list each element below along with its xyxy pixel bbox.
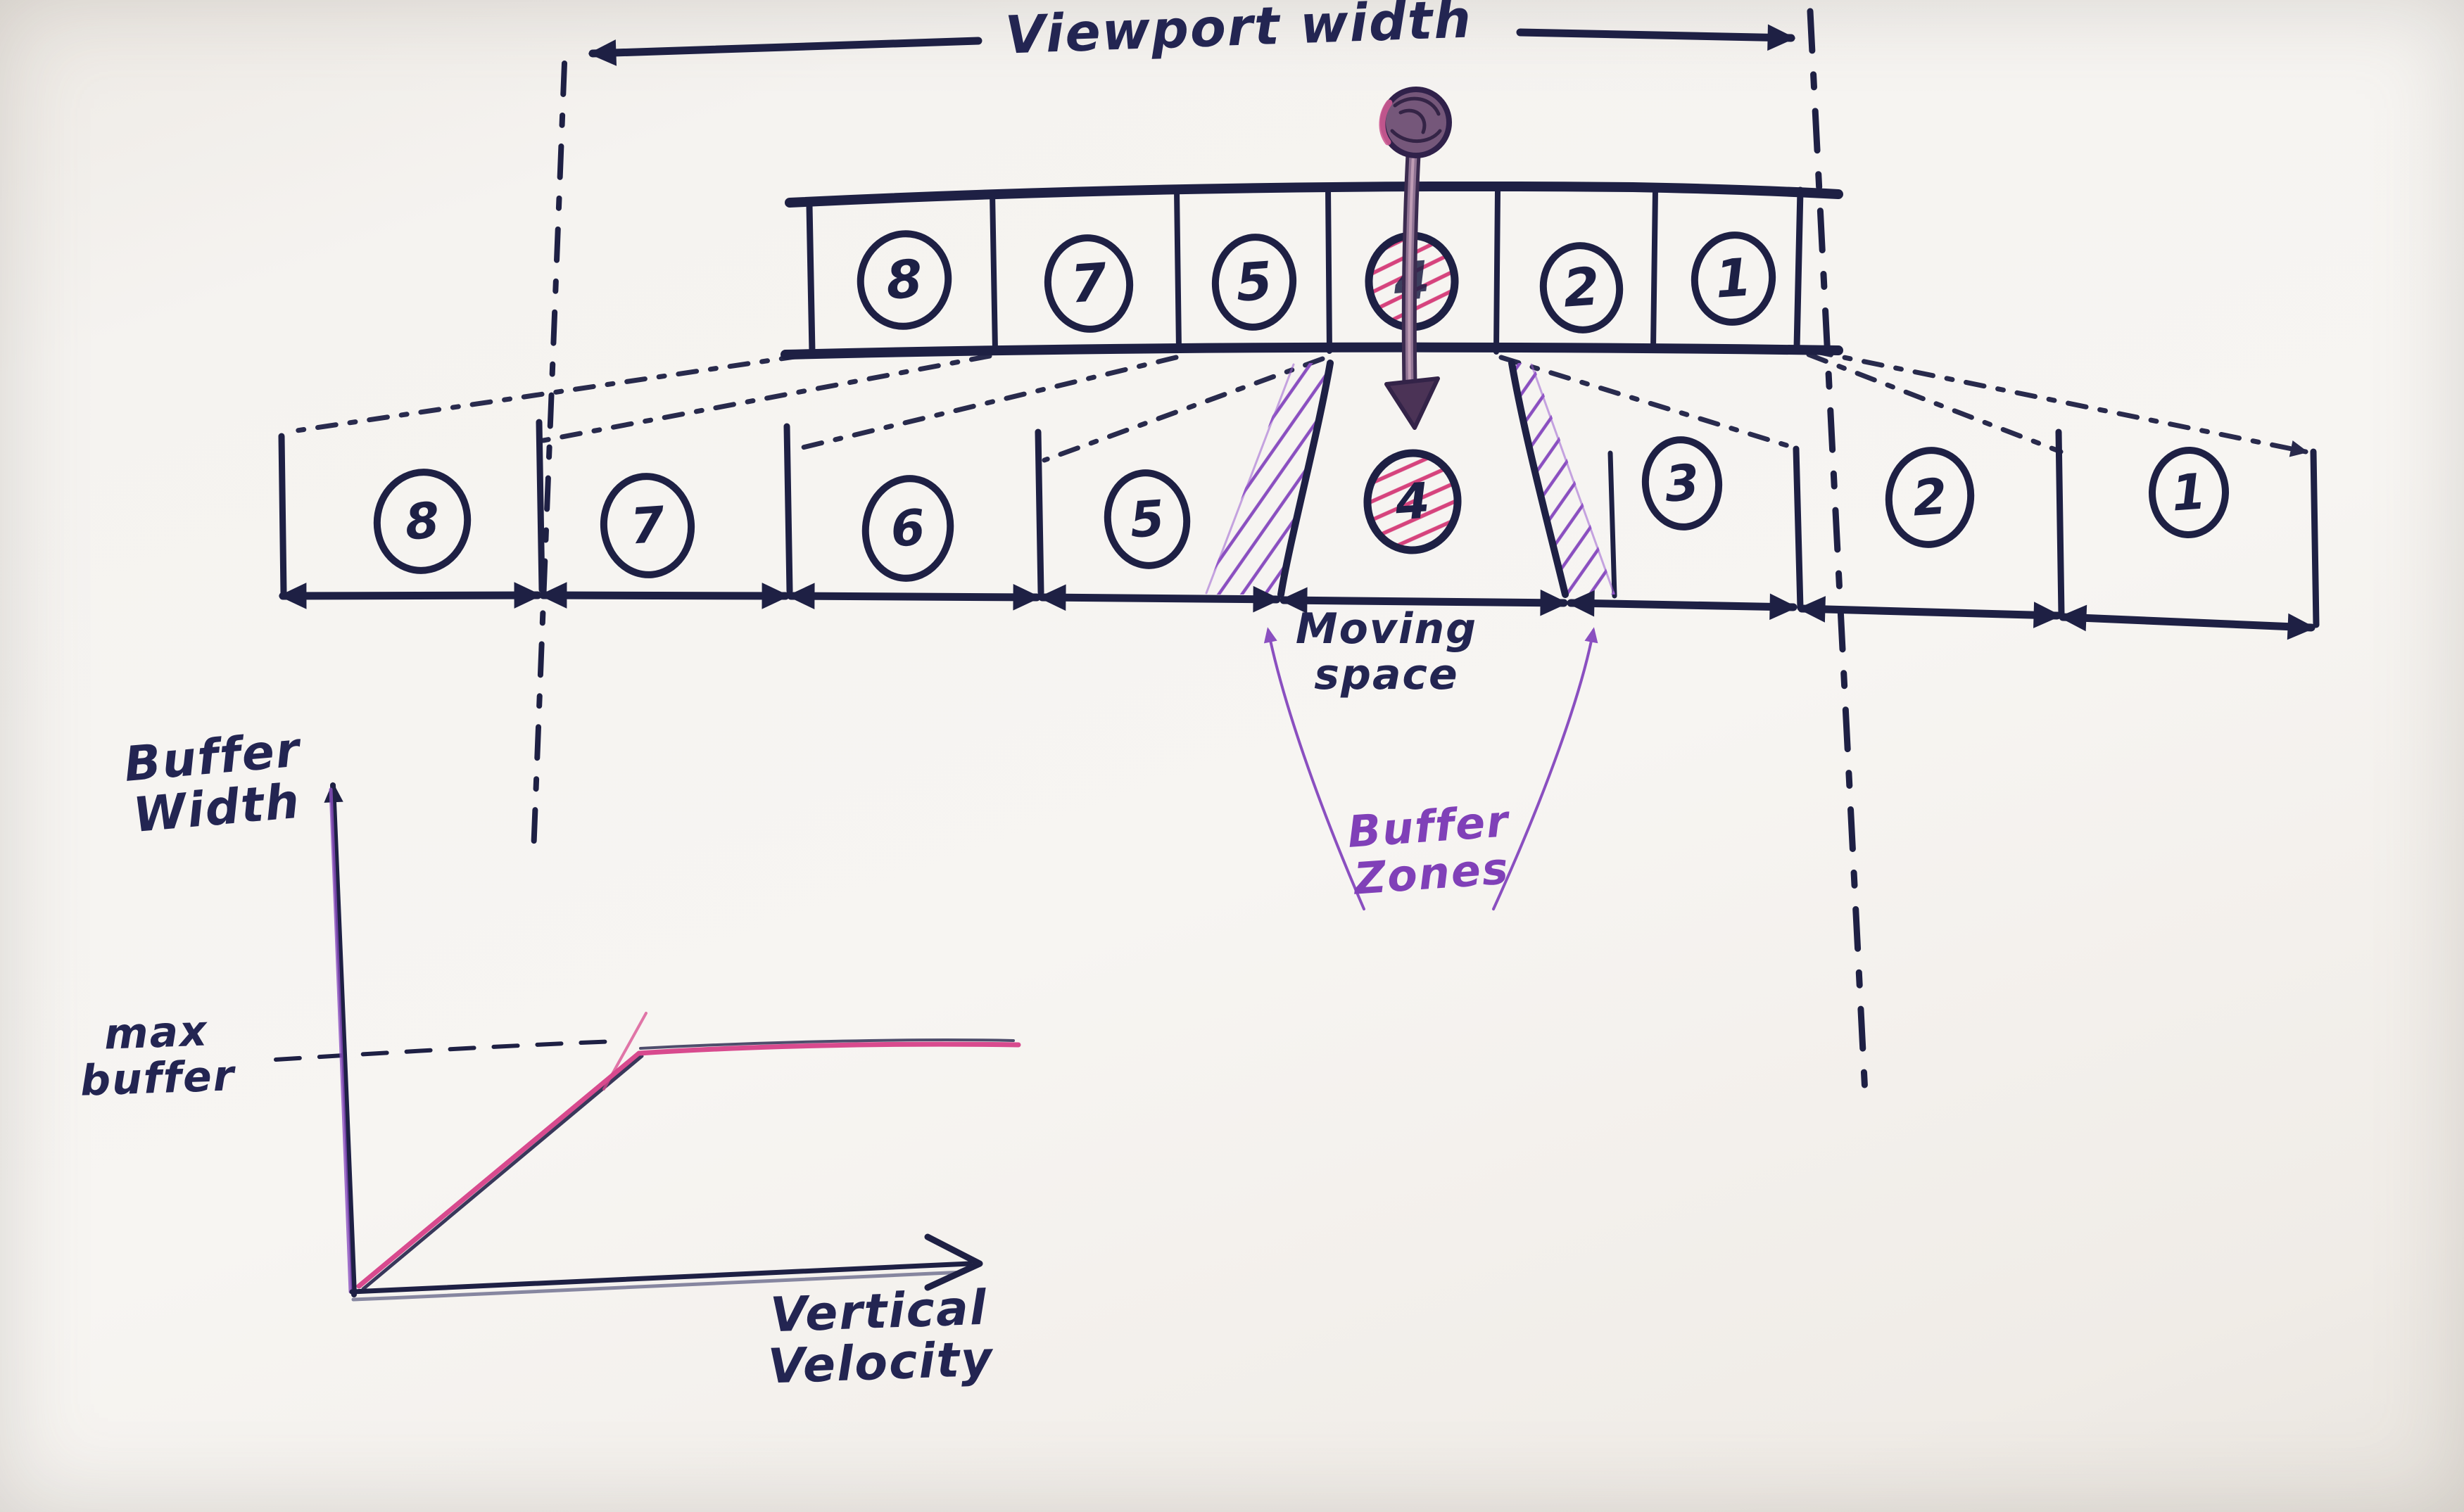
chart-curve [356,1012,1021,1291]
bottom-row-cell-number: 7 [628,495,667,556]
buffer-width-axis-label: Buffer Width [122,722,303,844]
max-buffer-label: max buffer [79,1006,236,1106]
buffer-zone-right [1508,360,1615,598]
top-row-cell-number: 5 [1234,250,1275,314]
projection-leader-lines [284,348,2308,463]
viewport-width-label: Viewport width [1004,0,1474,66]
top-row-cell-number: 7 [1068,252,1109,315]
bottom-row-cell-number: 3 [1662,453,1702,514]
moving-space-label: Moving space [1295,604,1478,699]
viewport-right-boundary-dashed-line [1807,8,1869,1097]
bottom-row-cell-number: 2 [1910,467,1950,528]
bottom-row-cell-number: 4 [1393,471,1432,532]
bottom-row [278,360,2320,628]
vertical-velocity-axis-label: Vertical Velocity [766,1280,994,1395]
top-row-cell-number: 2 [1561,256,1602,319]
bottom-row-cell-number: 6 [888,498,928,559]
bottom-row-cell-number: 5 [1127,489,1167,549]
viewport-left-boundary-dashed-line [531,61,567,856]
bottom-row-cell-number: 1 [2169,462,2209,523]
top-row-cell-number: 1 [1713,247,1754,310]
buffer-zones-label: Buffer Zones [1346,795,1511,905]
chart-y-axis [324,782,357,1297]
top-row [781,181,1843,360]
max-buffer-dashed-level [274,1039,617,1062]
buffer-zone-left [1205,360,1334,598]
bottom-row-cell-number: 8 [403,491,442,552]
top-row-cell-number: 8 [884,248,925,312]
buffer-width-chart [274,782,1021,1302]
top-row-cell-number: 4 [1391,250,1432,313]
